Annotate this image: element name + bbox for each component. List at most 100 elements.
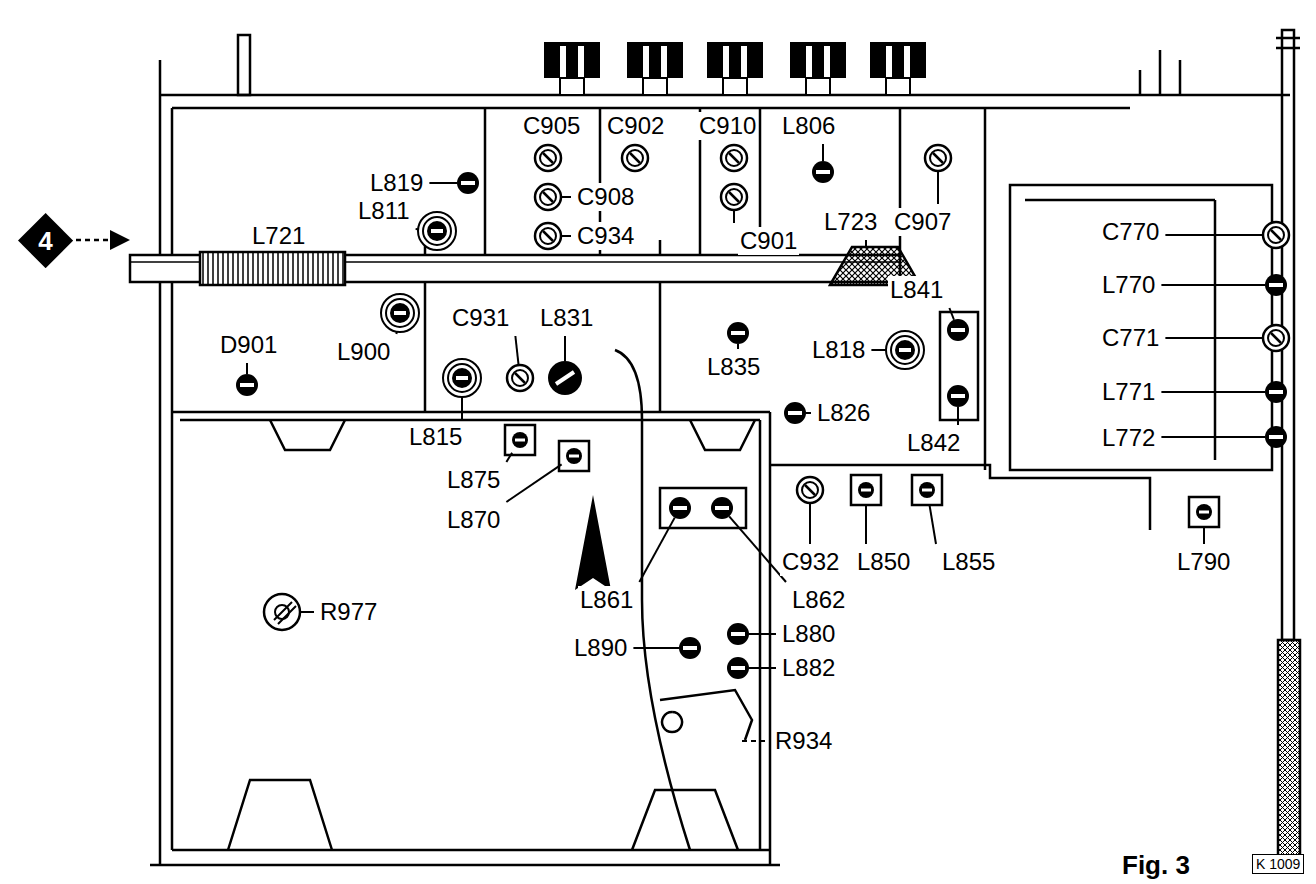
- adjuster-screw: [505, 425, 535, 455]
- callout-label: L721: [250, 222, 307, 250]
- adjuster-screw: [727, 623, 749, 645]
- direction-arrow: [575, 495, 611, 590]
- drawing-part: [559, 441, 589, 471]
- callout-label: L861: [578, 586, 635, 614]
- dashed-arrow: [76, 239, 128, 242]
- drawing-part: [643, 78, 667, 95]
- push-button: [707, 42, 763, 95]
- drawing-part: [912, 475, 942, 505]
- leader-line: [1161, 391, 1265, 393]
- drawing-part: [806, 78, 830, 95]
- drawing-part: [711, 497, 733, 519]
- leader-line: [639, 518, 674, 582]
- adjuster-screw: [1265, 426, 1287, 448]
- drawing-part: [160, 95, 1290, 108]
- callout-label: C905: [521, 112, 582, 140]
- adjuster-screw: [1265, 274, 1287, 296]
- leader-line: [506, 464, 561, 502]
- callout-label: L855: [940, 548, 997, 576]
- drawing-part: [431, 229, 443, 233]
- callout-label: C932: [780, 548, 841, 576]
- drawing-part: [452, 368, 472, 388]
- leader-line: [742, 740, 769, 742]
- drawing-part: [715, 506, 729, 510]
- leader-line: [929, 505, 936, 544]
- drawing-part: [622, 145, 648, 171]
- drawing-part: [933, 153, 943, 163]
- diamond-fill: [18, 213, 73, 268]
- callout-label: D901: [218, 331, 279, 359]
- drawing-part: [870, 42, 926, 78]
- leader-line: [806, 412, 811, 414]
- drawing-part: [891, 336, 919, 364]
- drawing-part: [512, 370, 528, 386]
- drawing-part: [1140, 38, 1300, 95]
- leader-line: [737, 344, 739, 349]
- drawing-part: [679, 637, 701, 659]
- leader-line: [633, 647, 679, 649]
- drawing-part: [858, 482, 874, 498]
- adjuster-screw: [727, 322, 749, 344]
- leader-line: [822, 144, 824, 161]
- callout-label: C902: [605, 112, 666, 140]
- drawing-part: [543, 231, 553, 241]
- adjuster-screw: [1263, 222, 1289, 248]
- adjuster-screw: [381, 294, 419, 332]
- drawing-part: [805, 485, 815, 495]
- drawing-part: [851, 475, 881, 505]
- callout-label: L770: [1100, 271, 1157, 299]
- drawing-part: [723, 46, 729, 78]
- callout-label: L806: [780, 112, 837, 140]
- callout-label: L890: [572, 634, 629, 662]
- callout-label: L875: [445, 466, 502, 494]
- drawing-part: [741, 46, 747, 78]
- drawing-part: [660, 690, 752, 740]
- drawing-part: [1269, 435, 1283, 439]
- drawing-part: [925, 145, 951, 171]
- drawing-part: [505, 425, 535, 455]
- drawing-part: [1265, 426, 1287, 448]
- drawing-part: [1269, 390, 1283, 394]
- drawing-part: [721, 184, 747, 210]
- callout-label: L818: [810, 336, 867, 364]
- drawing-part: [540, 189, 556, 205]
- callout-label: L882: [780, 654, 837, 682]
- drawing-part: [627, 42, 683, 78]
- drawing-part: [726, 189, 742, 205]
- leader-line: [749, 633, 776, 635]
- leader-line: [564, 336, 566, 361]
- drawing-part: [788, 411, 802, 415]
- adjuster-screw: [797, 477, 823, 503]
- adjuster-screw: [679, 637, 701, 659]
- callout-label: L771: [1100, 378, 1157, 406]
- drawing-part: [1278, 640, 1300, 872]
- drawing-part: [203, 253, 343, 284]
- adjuster-symbols: [236, 145, 1289, 679]
- callout-label: C901: [738, 227, 799, 255]
- adjuster-screw: [947, 385, 969, 407]
- leader-line: [515, 336, 518, 365]
- drawing-part: [919, 482, 935, 498]
- drawing-part: [669, 497, 691, 519]
- callout-label: L862: [790, 586, 847, 614]
- drawing-part: [566, 448, 582, 464]
- drawing-part: [723, 78, 747, 95]
- callout-label: L880: [780, 620, 837, 648]
- adjuster-screw: [1265, 381, 1287, 403]
- drawing-part: [770, 465, 1150, 530]
- adjuster-screw: [418, 212, 456, 250]
- adjuster-screw: [236, 374, 258, 396]
- drawing-part: [461, 181, 475, 185]
- drawing-part: [707, 42, 763, 78]
- drawing-part: [427, 221, 447, 241]
- drawing-part: [569, 455, 579, 458]
- callout-label: L819: [368, 169, 425, 197]
- drawing-part: [456, 376, 468, 380]
- drawing-part: [238, 35, 250, 95]
- adjuster-screw: [535, 223, 561, 249]
- drawing-part: [1269, 283, 1283, 287]
- callout-label: R934: [773, 727, 834, 755]
- drawing-part: [1265, 274, 1287, 296]
- drawing-part: [540, 228, 556, 244]
